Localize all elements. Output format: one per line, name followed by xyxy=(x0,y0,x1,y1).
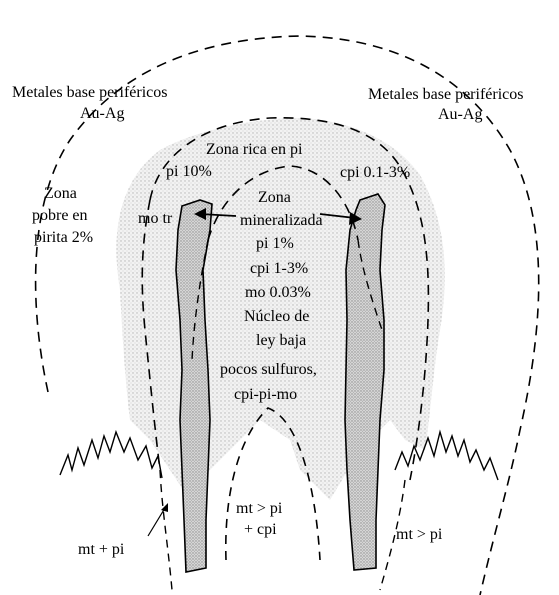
plus-cpi-label: + cpi xyxy=(244,521,277,539)
pi-10-label: pi 10% xyxy=(166,163,212,181)
mo-003-label: mo 0.03% xyxy=(245,284,311,302)
right-peripheral-label-1: Metales base periféricos xyxy=(368,86,523,104)
zona-mineralizada-label-1: Zona xyxy=(258,189,291,207)
zona-pobre-label-2: pobre en xyxy=(32,207,88,225)
pi-1-label: pi 1% xyxy=(256,235,294,253)
left-peripheral-label-2: Au-Ag xyxy=(80,105,124,123)
left-jagged-boundary xyxy=(60,432,162,478)
cpi-range-label: cpi 0.1-3% xyxy=(340,164,410,182)
mt-plus-pi-label: mt + pi xyxy=(78,541,124,559)
pocos-sulfuros-label: pocos sulfuros, xyxy=(220,361,317,379)
mt-gt-pi-center-label: mt > pi xyxy=(236,500,282,518)
nucleo-label-1: Núcleo de xyxy=(244,308,309,326)
lower-left-dashed-boundary xyxy=(160,470,172,590)
zona-mineralizada-label-2: mineralizada xyxy=(240,212,323,230)
mt-gt-pi-right-label: mt > pi xyxy=(396,526,442,544)
mo-tr-label: mo tr xyxy=(138,210,172,228)
cpi-1-3-label: cpi 1-3% xyxy=(250,260,308,278)
left-peripheral-label-1: Metales base periféricos xyxy=(12,84,167,102)
nucleo-label-2: ley baja xyxy=(256,332,306,350)
cpi-pi-mo-label: cpi-pi-mo xyxy=(234,386,297,404)
zona-rica-label: Zona rica en pi xyxy=(206,141,302,159)
right-porphyry-dike xyxy=(345,194,385,570)
zona-pobre-label-3: pirita 2% xyxy=(34,229,93,247)
zona-pobre-label-1: Zona xyxy=(44,185,77,203)
right-peripheral-label-2: Au-Ag xyxy=(438,106,482,124)
